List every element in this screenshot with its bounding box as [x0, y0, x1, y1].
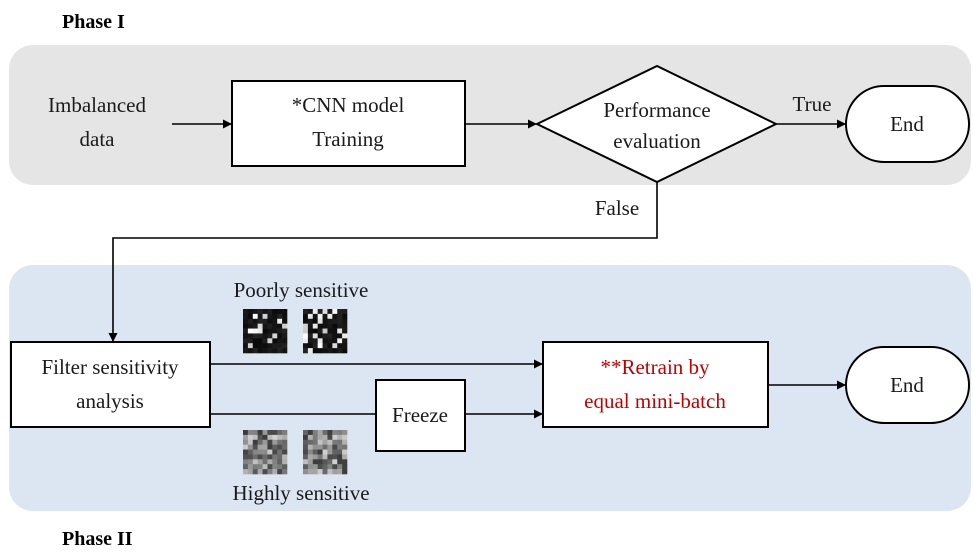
freeze-label: Freeze	[392, 403, 448, 427]
input-label-line2: data	[80, 127, 116, 151]
evaluation-label-line2: evaluation	[613, 129, 701, 153]
phase2-label: Phase II	[62, 528, 133, 550]
filter-analysis-label-line2: analysis	[76, 389, 144, 413]
filter-analysis-label-line1: Filter sensitivity	[41, 355, 179, 379]
training-label-line1: *CNN model	[292, 93, 405, 117]
highly-sensitive-filter-images	[243, 430, 348, 475]
poorly-sensitive-label: Poorly sensitive	[234, 278, 369, 302]
poorly-sensitive-filter-2	[303, 309, 348, 354]
freeze-box	[375, 379, 466, 452]
end-terminal-phase1	[845, 85, 970, 163]
poorly-sensitive-filter-1	[243, 309, 288, 354]
highly-sensitive-filter-1	[243, 430, 288, 475]
arrow-false-to-analysis	[108, 182, 658, 342]
retrain-box	[542, 341, 769, 428]
end-label-phase2: End	[890, 373, 924, 397]
retrain-label-line2: equal mini-batch	[584, 389, 726, 413]
poorly-sensitive-filter-images	[243, 309, 348, 354]
evaluation-label-line1: Performance	[603, 98, 710, 122]
phase1-label: Phase I	[62, 11, 125, 33]
filter-analysis-box	[10, 341, 211, 428]
end-terminal-phase2	[845, 346, 970, 424]
retrain-label-line1: **Retrain by	[600, 355, 710, 379]
input-label-line1: Imbalanced	[48, 93, 146, 117]
highly-sensitive-label: Highly sensitive	[232, 481, 369, 505]
highly-sensitive-filter-2	[303, 430, 348, 475]
false-label: False	[595, 196, 639, 220]
training-label-line2: Training	[312, 127, 384, 151]
training-box	[231, 80, 466, 167]
end-label-phase1: End	[890, 112, 924, 136]
true-label: True	[793, 92, 832, 116]
